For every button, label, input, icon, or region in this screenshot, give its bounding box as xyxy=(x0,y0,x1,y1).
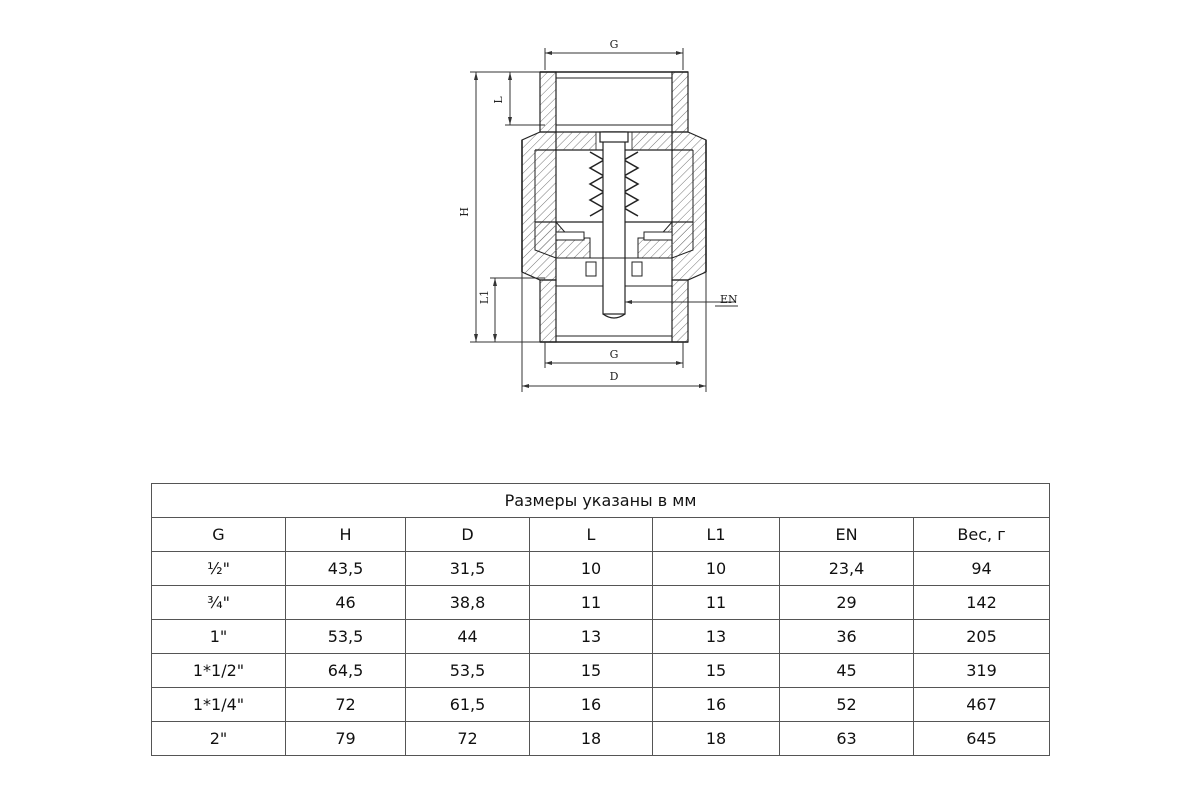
table-cell: ¾" xyxy=(151,585,286,620)
table-cell: ½" xyxy=(151,551,286,586)
column-header: H xyxy=(285,517,406,552)
table-cell: 72 xyxy=(285,687,406,722)
table-cell: 16 xyxy=(652,687,780,722)
table-row: 1*1/2" 64,5 53,5 15 15 45 319 xyxy=(151,653,1051,688)
table-cell: 15 xyxy=(529,653,653,688)
label-d: D xyxy=(610,370,619,383)
table-cell: 53,5 xyxy=(285,619,406,654)
label-h: H xyxy=(458,207,471,217)
label-g-top: G xyxy=(610,38,619,51)
table-cell: 10 xyxy=(652,551,780,586)
column-header: D xyxy=(405,517,530,552)
table-cell: 645 xyxy=(912,721,1051,756)
table-row: 1" 53,5 44 13 13 36 205 xyxy=(151,619,1051,654)
column-header: Вес, г xyxy=(912,517,1051,552)
dimension-d: D xyxy=(521,272,707,392)
table-cell: 11 xyxy=(529,585,653,620)
table-cell: 29 xyxy=(779,585,914,620)
dimension-en: EN xyxy=(625,293,738,307)
dimension-l: L xyxy=(492,72,545,126)
table-cell: 72 xyxy=(405,721,530,756)
table-cell: 64,5 xyxy=(285,653,406,688)
dimensions-table: Размеры указаны в мм G H D L L1 EN Вес, … xyxy=(150,483,1051,756)
table-cell: 36 xyxy=(779,619,914,654)
column-header: G xyxy=(151,517,286,552)
table-cell: 45 xyxy=(779,653,914,688)
table-cell: 52 xyxy=(779,687,914,722)
table-row: ¾" 46 38,8 11 11 29 142 xyxy=(151,585,1051,620)
table-cell: 11 xyxy=(652,585,780,620)
column-header: EN xyxy=(779,517,914,552)
table-row: 2" 79 72 18 18 63 645 xyxy=(151,721,1051,756)
valve-body xyxy=(521,71,707,343)
table-cell: 61,5 xyxy=(405,687,530,722)
table-cell: 10 xyxy=(529,551,653,586)
column-header: L xyxy=(529,517,653,552)
label-en: EN xyxy=(720,293,738,306)
table-cell: 15 xyxy=(652,653,780,688)
table-cell: 319 xyxy=(912,653,1051,688)
table-header-row: G H D L L1 EN Вес, г xyxy=(151,517,1051,552)
table-cell: 46 xyxy=(285,585,406,620)
table-cell: 23,4 xyxy=(779,551,914,586)
table-cell: 53,5 xyxy=(405,653,530,688)
table-cell: 18 xyxy=(652,721,780,756)
valve-section-svg: G H L L1 xyxy=(458,38,738,392)
table-cell: 38,8 xyxy=(405,585,530,620)
dimension-l1: L1 xyxy=(478,277,545,342)
table-cell: 467 xyxy=(912,687,1051,722)
table-cell: 18 xyxy=(529,721,653,756)
table-cell: 13 xyxy=(652,619,780,654)
table-cell: 79 xyxy=(285,721,406,756)
table-cell: 63 xyxy=(779,721,914,756)
label-l1: L1 xyxy=(478,290,491,304)
table-cell: 13 xyxy=(529,619,653,654)
table-cell: 142 xyxy=(912,585,1051,620)
table-caption-row: Размеры указаны в мм xyxy=(150,483,1051,518)
table-cell: 1*1/4" xyxy=(151,687,286,722)
dimension-h: H xyxy=(458,71,545,343)
table-cell: 43,5 xyxy=(285,551,406,586)
table-cell: 16 xyxy=(529,687,653,722)
table-cell: 44 xyxy=(405,619,530,654)
valve-drawing: G H L L1 xyxy=(458,38,738,392)
column-header: L1 xyxy=(652,517,780,552)
table-caption: Размеры указаны в мм xyxy=(150,483,1051,518)
table-row: ½" 43,5 31,5 10 10 23,4 94 xyxy=(151,551,1051,586)
label-l: L xyxy=(492,96,505,104)
table-cell: 205 xyxy=(912,619,1051,654)
table-cell: 1*1/2" xyxy=(151,653,286,688)
table-cell: 1" xyxy=(151,619,286,654)
label-g-bottom: G xyxy=(610,348,619,361)
table-cell: 2" xyxy=(151,721,286,756)
table-row: 1*1/4" 72 61,5 16 16 52 467 xyxy=(151,687,1051,722)
table-cell: 94 xyxy=(912,551,1051,586)
table-cell: 31,5 xyxy=(405,551,530,586)
dimension-g-bottom: G xyxy=(544,342,684,368)
dimension-g-top: G xyxy=(544,38,684,70)
